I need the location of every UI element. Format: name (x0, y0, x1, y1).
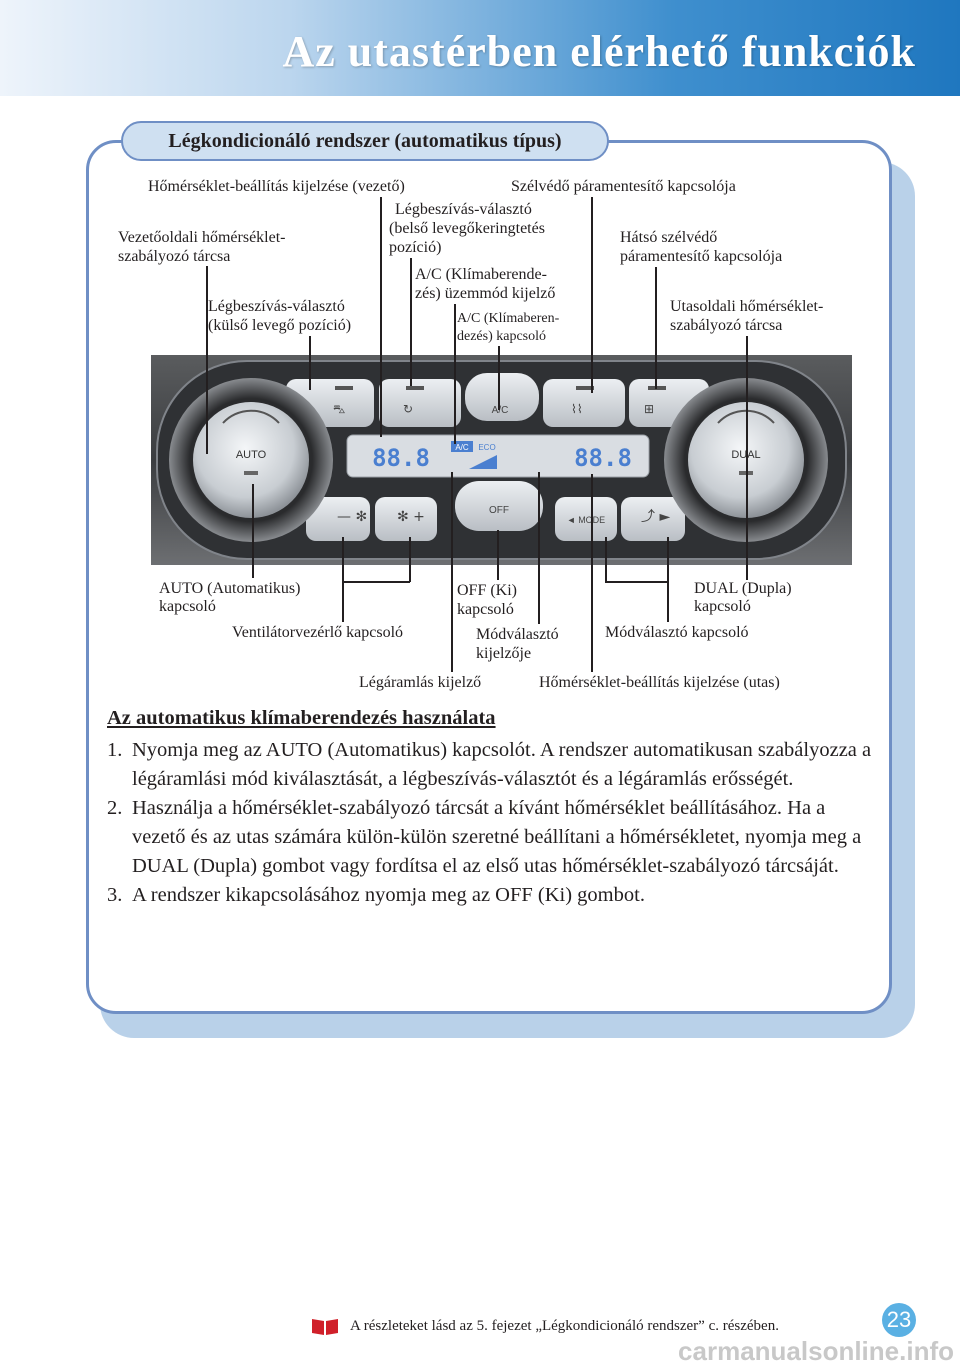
panel-temp-left: 88.8 (372, 444, 430, 472)
label-auto-switch-2: kapcsoló (159, 598, 216, 615)
content-panel (86, 140, 892, 1014)
label-off-switch-1: OFF (Ki) (457, 582, 518, 599)
leader-mode-switch-join (605, 581, 668, 583)
panel-temp-right: 88.8 (574, 444, 632, 472)
instruction-step: 1. Nyomja meg az AUTO (Automatikus) kapc… (107, 736, 877, 794)
label-dual-switch-1: DUAL (Dupla) (694, 580, 792, 597)
leader-passenger-dial (746, 336, 748, 580)
leader-off-switch (497, 530, 499, 580)
label-recirc-3: pozíció) (389, 239, 442, 256)
label-mode-switch: Módválasztó kapcsoló (605, 624, 749, 641)
panel-ac-badge: A/C (455, 443, 469, 452)
step-number: 3. (107, 884, 123, 906)
leader-auto-switch (252, 484, 254, 578)
step-number: 2. (107, 797, 123, 819)
leader-mode-switch-left (605, 537, 607, 582)
label-recirc-2: (belső levegőkeringtetés (389, 220, 545, 237)
leader-temp-display-passenger (591, 474, 593, 672)
panel-off-text: OFF (489, 505, 509, 516)
panel-mode-text: ◄ MODE (567, 515, 605, 525)
footer-note-text: A részleteket lásd az 5. fejezet „Légkon… (350, 1317, 779, 1334)
section-title: Légkondicionáló rendszer (automatikus tí… (121, 121, 609, 161)
label-mode-indicator-2: kijelzője (476, 645, 532, 662)
label-fresh-air-1: Légbeszívás-választó (208, 298, 345, 315)
step-number: 1. (107, 739, 123, 761)
page-header: Az utastérben elérhető funkciók (0, 0, 960, 96)
label-rear-defrost-2: páramentesítő kapcsolója (620, 248, 783, 265)
label-ac-indicator-1: A/C (Klímaberende- (415, 266, 547, 283)
label-auto-switch-1: AUTO (Automatikus) (159, 580, 301, 597)
leader-mode-indicator (538, 472, 540, 624)
label-recirc-1: Légbeszívás-választó (395, 201, 532, 218)
label-ac-switch-1: A/C (Klímaberen- (457, 311, 560, 326)
panel-ac-text: A/C (492, 405, 509, 416)
panel-eco-badge: ECO (478, 443, 495, 452)
leader-airflow-indicator (451, 472, 453, 672)
label-ac-indicator-2: zés) üzemmód kijelző (415, 285, 556, 302)
leader-temp-display-driver (380, 197, 382, 437)
leader-recirc (410, 258, 412, 386)
svg-text:⤴ ►: ⤴ ► (641, 509, 670, 525)
label-temp-display-driver: Hőmérséklet-beállítás kijelzése (vezető) (148, 178, 405, 195)
page-number: 23 (882, 1303, 916, 1337)
label-fresh-air-2: (külső levegő pozíció) (208, 317, 352, 334)
leader-driver-dial (206, 266, 208, 454)
leader-fan-control-left (342, 537, 344, 622)
instruction-step: 3. A rendszer kikapcsolásához nyomja meg… (107, 881, 877, 910)
page-title: Az utastérben elérhető funkciók (282, 27, 916, 76)
label-airflow-indicator: Légáramlás kijelző (359, 674, 482, 691)
svg-text:⛍: ⛍ (333, 402, 345, 416)
step-text: A rendszer kikapcsolásához nyomja meg az… (132, 884, 645, 906)
label-passenger-dial-1: Utasoldali hőmérséklet- (670, 298, 824, 315)
svg-text:↻: ↻ (403, 402, 413, 416)
panel-auto-text: AUTO (236, 449, 267, 461)
label-mode-indicator-1: Módválasztó (476, 626, 559, 643)
leader-ac-switch (498, 346, 500, 410)
instruction-step: 2. Használja a hőmérséklet-szabályozó tá… (107, 794, 877, 881)
leader-rear-defrost (655, 267, 657, 389)
label-fan-control: Ventilátorvezérlő kapcsoló (232, 624, 404, 641)
instructions: Az automatikus klímaberendezés használat… (107, 704, 877, 910)
watermark: carmanualsonline.info (678, 1336, 954, 1366)
step-text: Nyomja meg az AUTO (Automatikus) kapcsol… (132, 739, 872, 790)
label-off-switch-2: kapcsoló (457, 601, 514, 618)
label-dual-switch-2: kapcsoló (694, 598, 751, 615)
leader-fan-control-right (409, 537, 411, 582)
leader-fresh-air (309, 336, 311, 390)
leader-fan-control-join (342, 581, 410, 583)
svg-text:⊞: ⊞ (644, 402, 654, 416)
label-rear-defrost-1: Hátsó szélvédő (620, 229, 718, 246)
svg-text:— ✻: — ✻ (337, 509, 367, 525)
label-passenger-dial-2: szabályozó tárcsa (670, 317, 783, 334)
label-temp-display-passenger: Hőmérséklet-beállítás kijelzése (utas) (539, 674, 780, 691)
label-defrost-switch: Szélvédő páramentesítő kapcsolója (511, 178, 736, 195)
label-driver-dial-1: Vezetőoldali hőmérséklet- (118, 229, 286, 246)
svg-text:✻ +: ✻ + (397, 509, 425, 525)
svg-text:⌇⌇: ⌇⌇ (571, 402, 583, 416)
leader-ac-indicator (454, 304, 456, 444)
book-icon (312, 1319, 338, 1335)
climate-control-panel-illustration: AUTO DUAL A/C OFF ◄ MODE 88.8 88.8 A/C E… (151, 355, 852, 565)
step-text: Használja a hőmérséklet-szabályozó tárcs… (132, 797, 862, 877)
instructions-heading: Az automatikus klímaberendezés használat… (107, 707, 496, 729)
label-ac-switch-2: dezés) kapcsoló (457, 329, 547, 344)
leader-mode-switch-right (667, 537, 669, 622)
footer-note: A részleteket lásd az 5. fejezet „Légkon… (310, 1316, 779, 1336)
label-driver-dial-2: szabályozó tárcsa (118, 248, 231, 265)
leader-defrost (591, 197, 593, 393)
